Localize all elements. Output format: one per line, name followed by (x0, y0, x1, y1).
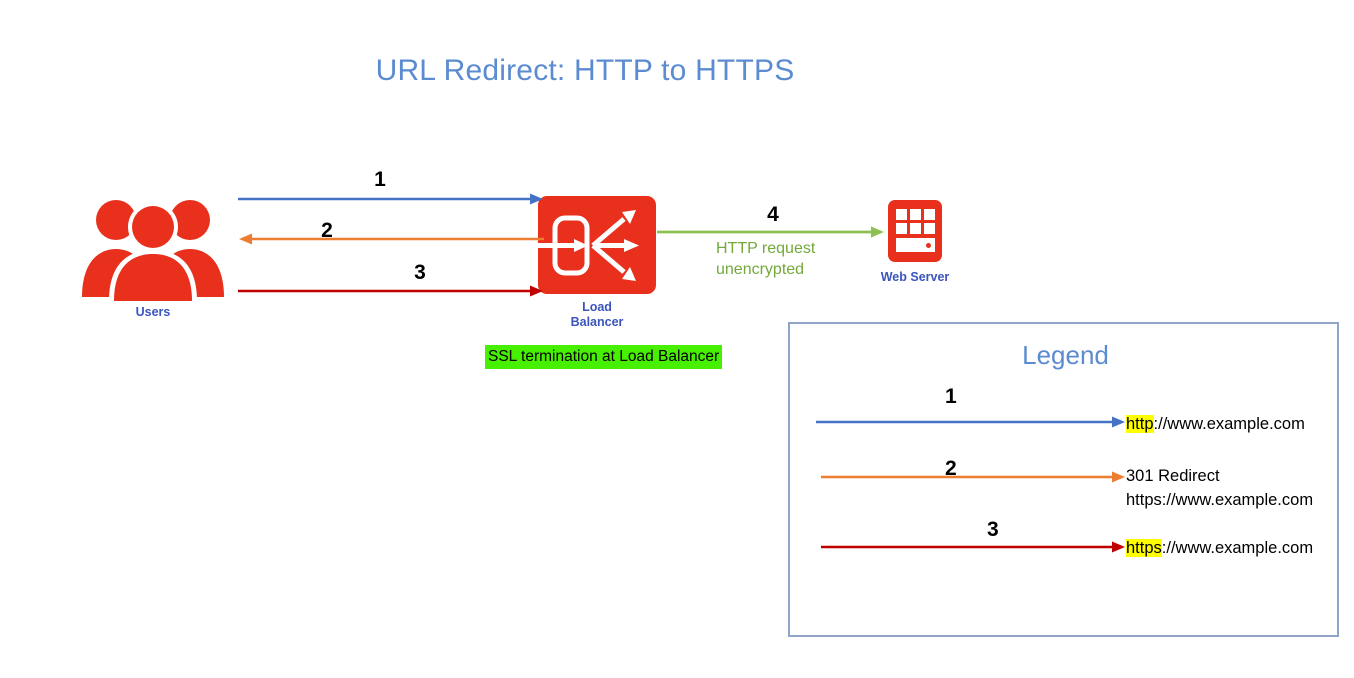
legend-arrow-2 (821, 470, 1126, 489)
users-group-icon (78, 193, 228, 301)
legend-highlight-1: http (1126, 415, 1154, 433)
flow-caption-4-line2: unencrypted (716, 261, 805, 278)
page-title: URL Redirect: HTTP to HTTPS (375, 54, 795, 87)
legend-number-1: 1 (945, 385, 957, 408)
legend-label-1: http://www.example.com (1126, 412, 1305, 436)
legend-label-2-line2: https://www.example.com (1126, 491, 1314, 509)
flow-number-2: 2 (321, 219, 333, 242)
web-server-cell (924, 223, 935, 234)
web-server-status-bar (896, 238, 935, 252)
ssl-termination-banner: SSL termination at Load Balancer (485, 345, 723, 369)
flow-arrow-2 (236, 232, 544, 251)
legend-rest-3: ://www.example.com (1161, 539, 1314, 557)
web-server-cell (896, 223, 907, 234)
load-balancer-icon-svg (538, 210, 639, 281)
web-server-cell (924, 209, 935, 220)
flow-arrow-1 (238, 192, 544, 211)
legend-rest-1: ://www.example.com (1153, 415, 1305, 433)
web-server-icon (888, 200, 942, 262)
legend-arrow-3 (821, 540, 1126, 559)
users-group-icon-svg (82, 200, 224, 301)
node-load-balancer[interactable]: Load Balancer (538, 196, 656, 329)
flow-arrow-4 (657, 225, 885, 244)
legend-title: Legend (1022, 340, 1109, 370)
flow-number-3: 3 (414, 261, 426, 284)
web-server-cell (910, 223, 921, 234)
legend-highlight-3: https (1126, 539, 1162, 557)
legend-label-2-line1: 301 Redirect (1126, 467, 1220, 485)
node-web-server-label: Web Server (880, 270, 950, 284)
node-web-server[interactable]: Web Server (881, 200, 949, 284)
flow-number-4: 4 (767, 203, 779, 226)
flow-number-1: 1 (374, 168, 386, 191)
web-server-cell (910, 209, 921, 220)
node-load-balancer-label-line1: Load (582, 300, 612, 314)
node-users-label: Users (135, 305, 171, 319)
legend-arrow-1 (816, 415, 1126, 434)
legend-number-2: 2 (945, 457, 957, 480)
legend-panel: Legend 1 http://www.example.com 2 (788, 322, 1339, 637)
web-server-cell (896, 209, 907, 220)
flow-caption-4-line1: HTTP request (716, 240, 816, 257)
legend-number-3: 3 (987, 518, 999, 541)
web-server-status-dot (926, 243, 931, 248)
node-users[interactable]: Users (78, 193, 228, 319)
node-load-balancer-label-line2: Balancer (570, 315, 624, 329)
legend-label-3: https://www.example.com (1126, 536, 1313, 560)
load-balancer-icon (538, 196, 656, 294)
flow-arrow-3 (238, 284, 544, 303)
